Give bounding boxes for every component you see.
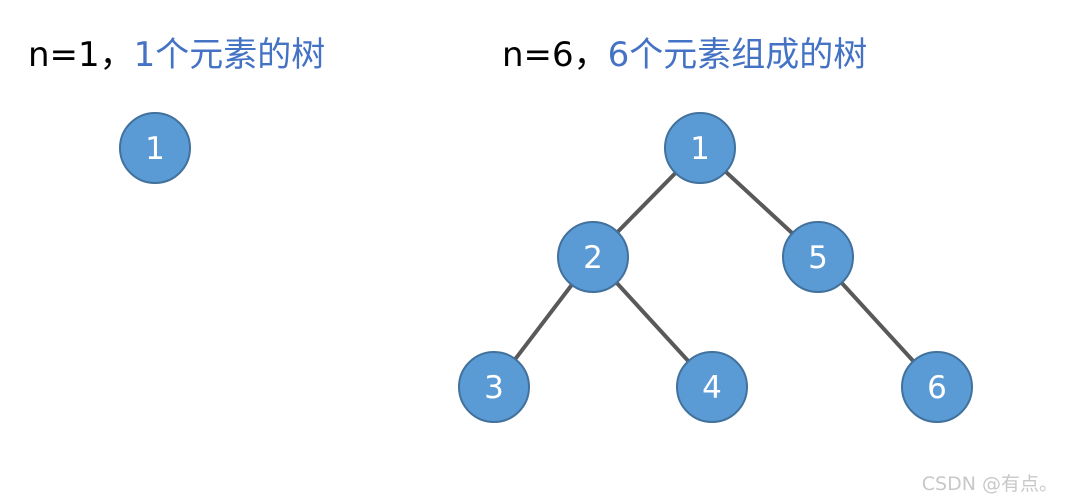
node-label: 2 bbox=[583, 240, 603, 276]
node-circle bbox=[901, 351, 973, 423]
node-label: 4 bbox=[702, 370, 722, 406]
left-caption: n=1，1个元素的树 bbox=[28, 33, 325, 77]
tree1-node-1: 1 bbox=[119, 112, 191, 184]
node-circle bbox=[458, 351, 530, 423]
right-caption-highlight: 6个元素组成的树 bbox=[607, 35, 868, 75]
tree2-node-4: 4 bbox=[676, 351, 748, 423]
tree2-node-2: 2 bbox=[557, 221, 629, 293]
node-label: 6 bbox=[927, 370, 947, 406]
node-circle bbox=[782, 221, 854, 293]
tree2-node-5: 5 bbox=[782, 221, 854, 293]
tree2-node-1: 1 bbox=[664, 112, 736, 184]
tree2-node-3: 3 bbox=[458, 351, 530, 423]
right-caption: n=6，6个元素组成的树 bbox=[502, 33, 867, 77]
node-circle bbox=[664, 112, 736, 184]
left-caption-prefix: n=1， bbox=[28, 35, 134, 75]
watermark: CSDN @有点。 bbox=[921, 473, 1058, 495]
node-label: 5 bbox=[808, 240, 828, 276]
node-label: 1 bbox=[690, 131, 710, 167]
node-circle bbox=[557, 221, 629, 293]
node-label: 1 bbox=[145, 131, 165, 167]
right-caption-prefix: n=6， bbox=[502, 35, 608, 75]
left-caption-highlight: 1个元素的树 bbox=[133, 35, 326, 75]
node-circle bbox=[119, 112, 191, 184]
node-label: 3 bbox=[484, 370, 504, 406]
tree2-node-6: 6 bbox=[901, 351, 973, 423]
node-circle bbox=[676, 351, 748, 423]
nodes-layer: 1 1 2 5 3 4 6 bbox=[119, 112, 973, 423]
